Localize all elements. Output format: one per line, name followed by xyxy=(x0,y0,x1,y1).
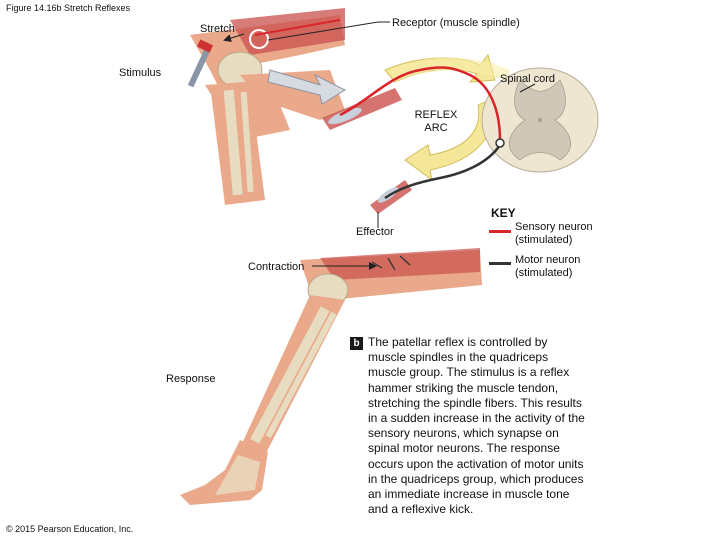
synapse-marker xyxy=(495,138,505,148)
sensory-neuron-thigh xyxy=(254,19,341,36)
stimulus-label: Stimulus xyxy=(119,67,162,79)
stretch-leader xyxy=(223,33,245,43)
dorsal-root xyxy=(390,57,510,82)
key-sensory-line1: Sensory neuron xyxy=(515,221,593,233)
key-sensory-swatch xyxy=(489,230,511,233)
figure-caption: The patellar reflex is controlled by mus… xyxy=(368,335,585,517)
panel-badge: b xyxy=(350,337,363,350)
key-motor-line2: (stimulated) xyxy=(515,267,573,279)
spinal-cord-label: Spinal cord xyxy=(500,73,556,85)
key-sensory-line2: (stimulated) xyxy=(515,234,573,246)
spinal-cord-cross-section xyxy=(481,67,599,173)
copyright-notice: © 2015 Pearson Education, Inc. xyxy=(6,524,134,534)
reflex-arc-label-line2: ARC xyxy=(424,122,448,134)
magnify-arrow xyxy=(267,69,347,105)
effector-label: Effector xyxy=(356,226,394,238)
receptor-leader xyxy=(267,21,390,41)
stretch-label: Stretch xyxy=(200,23,235,35)
lower-leg-illustration xyxy=(180,248,482,505)
key-title: KEY xyxy=(491,206,516,220)
figure-title: Figure 14.16b Stretch Reflexes xyxy=(6,3,131,13)
spinal-cord-leader xyxy=(519,83,536,93)
upper-leg-illustration xyxy=(187,8,345,205)
receptor-label: Receptor (muscle spindle) xyxy=(392,17,520,29)
muscle-segment-effector xyxy=(370,180,412,214)
motor-neuron-path xyxy=(384,144,502,200)
key-sensory-text: Sensory neuron (stimulated) xyxy=(515,221,593,247)
contraction-label: Contraction xyxy=(248,261,305,273)
response-label: Response xyxy=(166,373,216,385)
spindle-callout-circle xyxy=(249,29,269,49)
key-motor-swatch xyxy=(489,262,511,265)
muscle-segment-top xyxy=(322,88,402,130)
key-motor-text: Motor neuron (stimulated) xyxy=(515,254,580,280)
reflex-arc-label: REFLEX ARC xyxy=(414,109,458,135)
reflex-arc-label-line1: REFLEX xyxy=(414,109,458,121)
sensory-neuron-path xyxy=(339,66,502,141)
key-motor-line1: Motor neuron xyxy=(515,254,581,266)
